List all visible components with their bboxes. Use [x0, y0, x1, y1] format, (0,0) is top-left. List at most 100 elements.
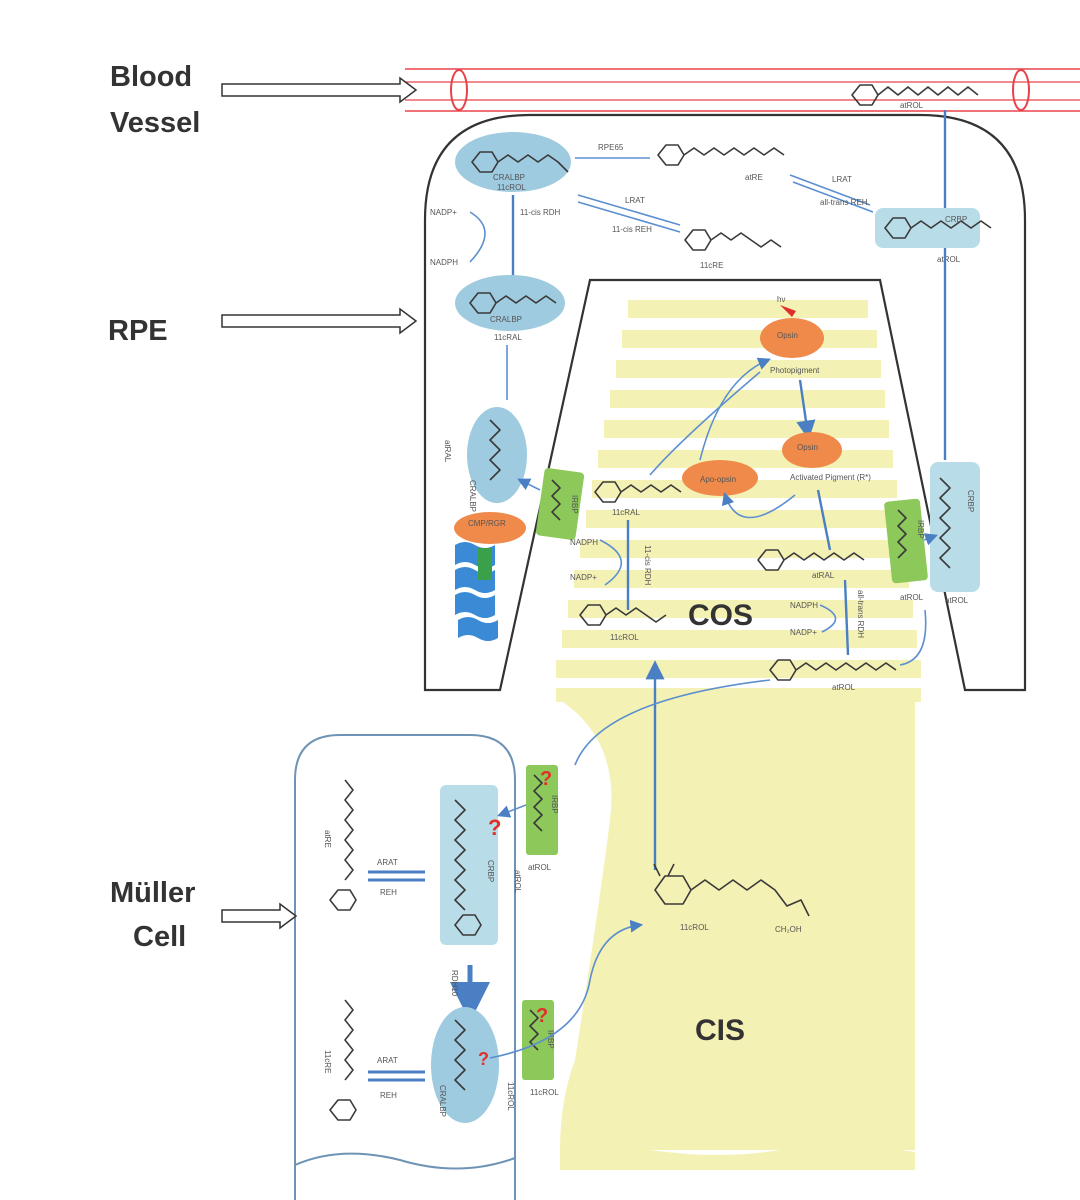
svg-text:CRBP: CRBP — [966, 490, 975, 512]
crbp-rpe-box — [875, 208, 980, 248]
svg-text:NADPH: NADPH — [570, 538, 598, 547]
svg-text:ARAT: ARAT — [377, 858, 398, 867]
crbp-right-box — [930, 462, 980, 592]
muller-question-1: ? — [488, 815, 501, 840]
rpe65-blue-complex — [455, 542, 498, 641]
svg-text:Photopigment: Photopigment — [770, 366, 820, 375]
cralbp-left-vertical — [467, 407, 527, 503]
opsin-activated — [782, 432, 842, 468]
svg-text:Activated Pigment (R*): Activated Pigment (R*) — [790, 473, 871, 482]
svg-text:NADP+: NADP+ — [570, 573, 597, 582]
svg-text:?: ? — [540, 768, 552, 790]
svg-text:atROL: atROL — [945, 596, 969, 605]
svg-text:atROL: atROL — [513, 870, 522, 894]
muller-irbp-top — [526, 765, 558, 855]
label-cis: CIS — [695, 1014, 745, 1047]
muller-11cre: 11cRE — [323, 999, 357, 1121]
muller-bottom-wave — [294, 1152, 516, 1170]
lrat-reh-top: LRAT all-trans REH — [789, 174, 874, 213]
rpe65-label: RPE65 — [598, 143, 624, 152]
cis-bottom-wave — [560, 1145, 915, 1170]
muller-cralbp — [431, 1007, 499, 1123]
svg-text:CRALBP: CRALBP — [490, 315, 522, 324]
svg-text:CH₂OH: CH₂OH — [775, 925, 802, 934]
lrat-11creh: LRAT 11-cis REH — [577, 194, 681, 234]
svg-text:CRALBP: CRALBP — [438, 1085, 447, 1117]
svg-text:CRALBP: CRALBP — [493, 173, 525, 182]
svg-text:11-cis REH: 11-cis REH — [612, 225, 652, 234]
svg-text:?: ? — [478, 1049, 489, 1069]
svg-text:all-trans RDH: all-trans RDH — [856, 590, 865, 638]
cralbp-11crol-top — [455, 132, 571, 192]
svg-text:Müller: Müller — [110, 877, 195, 909]
svg-text:RPE: RPE — [108, 315, 168, 347]
svg-text:CRALBP: CRALBP — [468, 480, 477, 512]
svg-text:CRBP: CRBP — [486, 860, 495, 882]
svg-text:NADPH: NADPH — [790, 601, 818, 610]
svg-text:11cRE: 11cRE — [700, 261, 723, 270]
svg-text:NADP+: NADP+ — [790, 628, 817, 637]
muller-atre: atRE — [323, 779, 357, 911]
svg-text:IRBP: IRBP — [546, 1030, 555, 1049]
atral-cos-top: 11cRAL — [594, 481, 682, 517]
irbp-right-box — [884, 498, 928, 584]
svg-text:atRE: atRE — [323, 830, 332, 848]
svg-text:atRE: atRE — [745, 173, 763, 182]
svg-text:11cROL: 11cROL — [530, 1088, 559, 1097]
label-cos: COS — [688, 599, 753, 632]
muller-arat-reh-bottom: ARAT REH — [368, 1056, 425, 1100]
label-blood-vessel: Blood Vessel — [110, 61, 418, 139]
svg-text:11cROL: 11cROL — [506, 1082, 515, 1111]
svg-text:atROL: atROL — [937, 255, 961, 264]
svg-text:NADP+: NADP+ — [430, 208, 457, 217]
svg-text:11cROL: 11cROL — [680, 923, 709, 932]
svg-text:IRBP: IRBP — [916, 520, 925, 539]
svg-text:REH: REH — [380, 888, 397, 897]
svg-text:atROL: atROL — [528, 863, 552, 872]
svg-text:Apo-opsin: Apo-opsin — [700, 475, 736, 484]
svg-text:Vessel: Vessel — [110, 107, 200, 139]
muller-cell-membrane — [294, 734, 516, 1200]
opsin-photopigment — [760, 318, 824, 358]
svg-text:atROL: atROL — [900, 593, 924, 602]
cralbp-11cral — [455, 275, 565, 331]
svg-text:11cROL: 11cROL — [497, 183, 526, 192]
rpe-cell-membrane — [423, 113, 1027, 692]
muller-irbp-bottom — [522, 1000, 554, 1080]
11crol-cos: 11cROL — [579, 604, 667, 642]
svg-text:IRBP: IRBP — [550, 795, 559, 814]
svg-text:11cRAL: 11cRAL — [494, 333, 522, 342]
svg-text:11cRAL: 11cRAL — [612, 508, 640, 517]
atral-cos-mid: atRAL — [757, 549, 865, 580]
svg-text:hν: hν — [777, 295, 785, 304]
atrol-cos-bottom: atROL — [769, 659, 897, 692]
svg-text:Opsin: Opsin — [777, 331, 798, 340]
svg-text:atROL: atROL — [832, 683, 856, 692]
muller-arat-reh-top: ARAT REH — [368, 858, 425, 897]
svg-text:LRAT: LRAT — [832, 175, 852, 184]
cmp-rgr-opsin — [454, 512, 526, 544]
svg-text:IRBP: IRBP — [570, 495, 579, 514]
svg-text:CMP/RGR: CMP/RGR — [468, 519, 506, 528]
blood-vessel — [405, 68, 1080, 112]
vessel-atrol-molecule: atROL — [851, 84, 979, 110]
svg-text:11-cis RDH: 11-cis RDH — [520, 208, 561, 217]
svg-text:atRAL: atRAL — [812, 571, 835, 580]
label-muller-cell: Müller Cell — [110, 877, 298, 953]
svg-text:11-cis RDH: 11-cis RDH — [643, 545, 652, 586]
svg-text:atROL: atROL — [900, 101, 924, 110]
11crol-top-molecule — [471, 151, 569, 173]
svg-text:11cROL: 11cROL — [610, 633, 639, 642]
svg-text:atRAL: atRAL — [443, 440, 452, 463]
svg-text:CRBP: CRBP — [945, 215, 967, 224]
svg-text:REH: REH — [380, 1091, 397, 1100]
svg-text:Cell: Cell — [133, 921, 186, 953]
11cre-molecule: 11cRE — [684, 229, 782, 270]
svg-text:ARAT: ARAT — [377, 1056, 398, 1065]
apo-opsin — [682, 460, 758, 496]
atre-molecule: atRE — [657, 144, 785, 182]
muller-crbp-box — [440, 785, 498, 945]
svg-text:Blood: Blood — [110, 61, 192, 93]
svg-text:Opsin: Opsin — [797, 443, 818, 452]
